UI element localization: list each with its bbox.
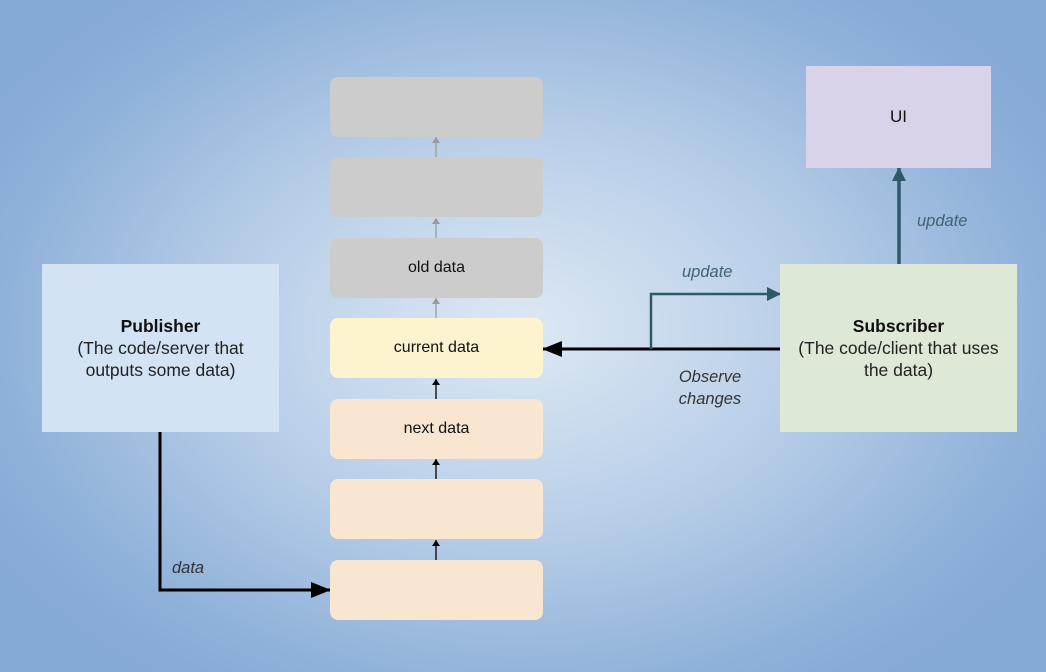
current-data-box: current data — [330, 318, 543, 378]
publisher-description: (The code/server that outputs some data) — [77, 338, 244, 380]
observe-edge-label: Observe changes — [678, 368, 742, 408]
update-subscriber-label: update — [682, 263, 733, 281]
publisher-box: Publisher (The code/server that outputs … — [42, 264, 279, 432]
old-data-label: old data — [408, 259, 465, 276]
ui-box: UI — [806, 66, 991, 168]
publisher-title: Publisher — [120, 316, 201, 336]
update-subscriber-arrow — [649, 287, 781, 349]
stack-slot-1 — [330, 77, 543, 137]
next-data-box: next data — [330, 399, 543, 459]
subscriber-box: Subscriber (The code/client that uses th… — [780, 264, 1017, 432]
stack-slot-6 — [330, 479, 543, 539]
update-ui-label: update — [917, 212, 968, 230]
data-arrow — [158, 432, 331, 598]
data-edge-label: data — [172, 559, 205, 577]
subscriber-title: Subscriber — [852, 316, 945, 336]
old-data-box: old data — [330, 238, 543, 298]
next-data-label: next data — [403, 420, 470, 437]
current-data-label: current data — [393, 339, 480, 356]
subscriber-description: (The code/client that uses the data) — [798, 338, 999, 380]
stack-slot-2 — [330, 157, 543, 217]
ui-label: UI — [890, 107, 907, 126]
stack-slot-7 — [330, 560, 543, 620]
